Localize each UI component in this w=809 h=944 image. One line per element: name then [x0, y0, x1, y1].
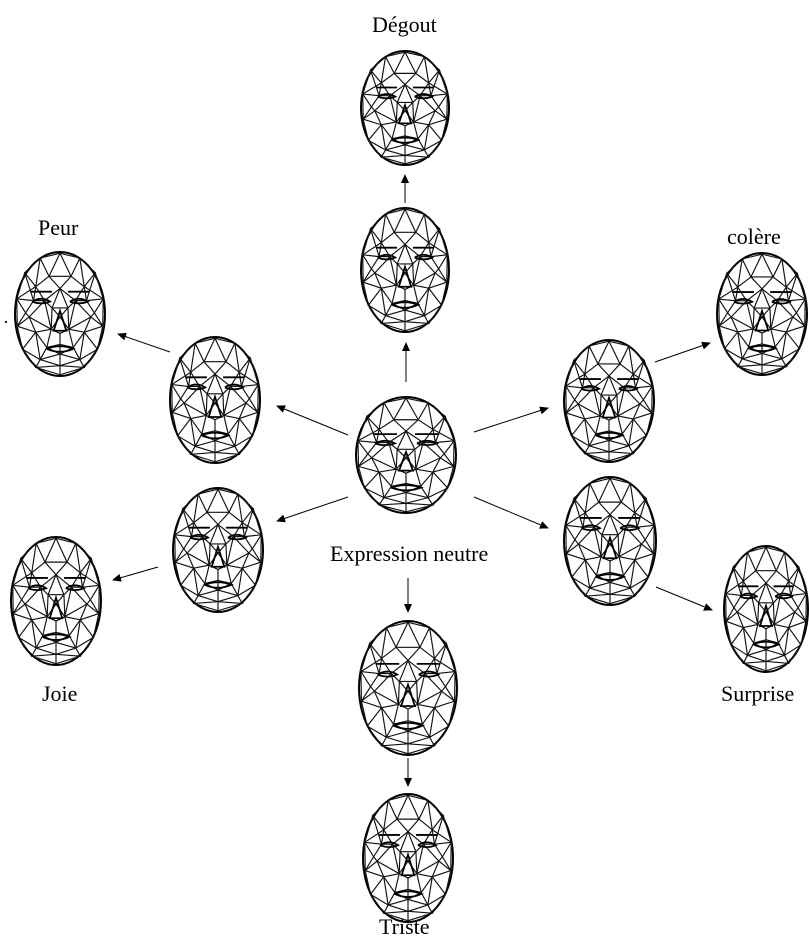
face-disgust-full	[361, 51, 449, 165]
label-peur: Peur	[38, 217, 78, 239]
face-fear-full	[15, 252, 105, 376]
arrow-neutral-to-anger-mid	[474, 408, 548, 432]
face-anger-full	[717, 253, 807, 375]
stray-dot	[5, 321, 7, 323]
face-sad-full	[363, 794, 453, 922]
face-joy-mid	[173, 488, 263, 612]
face-surprise-full	[724, 546, 808, 672]
face-joy-full	[11, 537, 101, 665]
arrow-surprise-mid-to-full	[656, 587, 712, 610]
face-anger-mid	[564, 340, 654, 462]
arrow-neutral-to-surprise-mid	[474, 497, 548, 528]
label-colere: colère	[727, 226, 781, 248]
arrow-fear-mid-to-full	[118, 334, 170, 352]
face-disgust-mid	[361, 208, 449, 332]
label-degout: Dégout	[372, 14, 437, 36]
face-neutral	[356, 397, 456, 513]
label-triste: Triste	[379, 916, 430, 938]
arrow-neutral-to-fear-mid	[277, 406, 348, 435]
arrow-neutral-to-joy-mid	[277, 497, 348, 521]
face-fear-mid	[170, 337, 260, 463]
label-surprise: Surprise	[721, 683, 794, 705]
arrow-joy-mid-to-full	[113, 567, 158, 580]
label-joie: Joie	[42, 683, 77, 705]
face-sad-mid	[359, 621, 457, 755]
arrow-anger-mid-to-full	[655, 343, 710, 362]
faces-layer	[5, 51, 808, 922]
face-surprise-mid	[564, 477, 656, 605]
label-expression-neutre: Expression neutre	[330, 543, 488, 565]
